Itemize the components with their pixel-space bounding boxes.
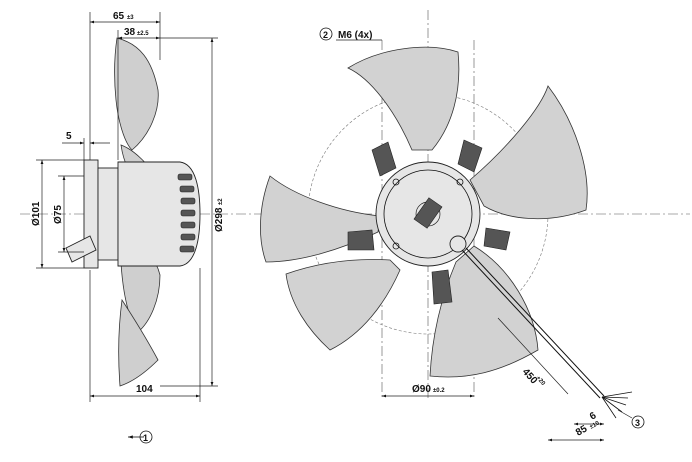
rotor-hub [97, 167, 119, 261]
callout-1-number: 1 [143, 433, 148, 443]
dim-104-value: 104 [136, 384, 153, 395]
wire-ends [601, 391, 633, 419]
callout-2-number: 2 [323, 30, 328, 40]
dim-6-value: 6 [588, 410, 599, 423]
callout-1-circle [139, 430, 153, 444]
dim-90-tolerance: ±0.2 [433, 388, 445, 394]
dim-85-tolerance: ±10 [589, 420, 601, 431]
cable-gland-front [449, 235, 467, 253]
callout-3-number: 3 [635, 418, 640, 428]
dim-75-value: Ø75 [53, 205, 64, 224]
dim-38-value: 38 [124, 27, 136, 38]
mount-hole-2 [456, 178, 464, 186]
dim-298-tolerance: ±2 [218, 198, 224, 205]
cooling-fins [177, 173, 196, 253]
cable-gland [65, 235, 97, 263]
dim-450-tolerance: +20 [535, 375, 547, 387]
dim-38-tolerance: ±2.5 [137, 31, 149, 37]
callout-2-circle [319, 27, 333, 41]
dim-65-tolerance: ±3 [127, 15, 134, 21]
callout-3-circle [631, 415, 645, 429]
callout-2-text: M6 (4x) [338, 30, 372, 41]
mount-hole-1 [392, 178, 400, 186]
motor-inner-ring [383, 169, 473, 259]
spokes [347, 139, 511, 305]
front-view: 2 M6 (4x) Ø90 ±0.2 450 +20 6 85 ±10 3 [260, 10, 645, 442]
cable [461, 249, 601, 399]
dim-5-value: 5 [66, 131, 72, 142]
rating-plate [413, 197, 443, 229]
mount-hole-3 [392, 242, 400, 250]
dim-85-value: 85 [574, 423, 590, 438]
side-view: 65 ±3 38 ±2.5 5 Ø101 Ø75 Ø298 ±2 104 [20, 11, 690, 444]
dim-101-value: Ø101 [31, 201, 42, 226]
motor-body [117, 161, 201, 267]
dim-90-value: Ø90 [412, 384, 431, 395]
dim-65-value: 65 [113, 11, 125, 22]
dim-298-value: Ø298 [214, 207, 225, 232]
